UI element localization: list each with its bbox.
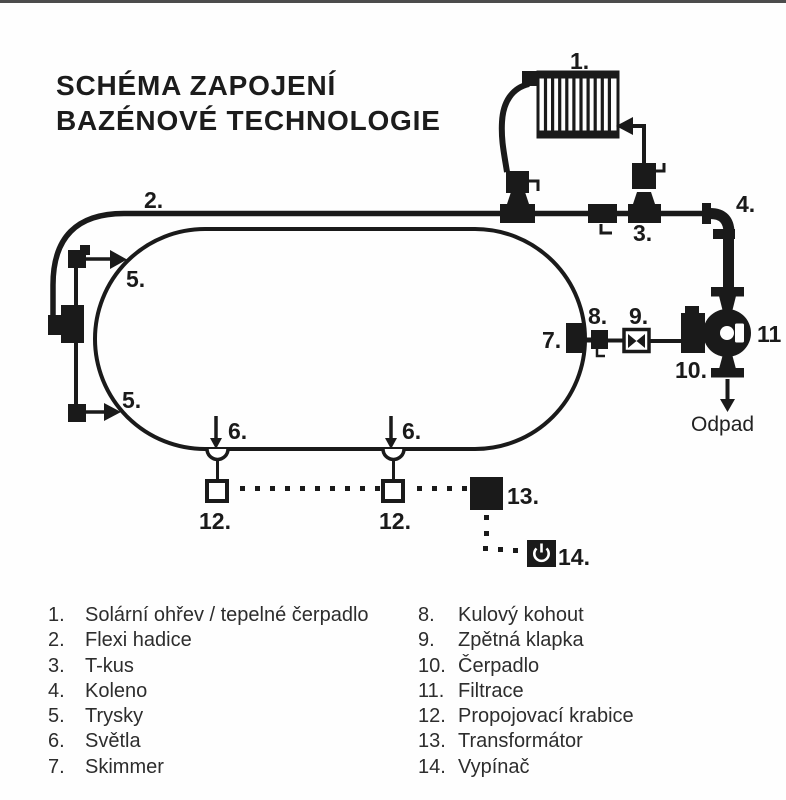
legend-num: 9. [418,629,435,652]
cable-dots [240,486,518,553]
label-3: 3. [633,220,652,246]
label-6-right: 6. [402,418,421,444]
page-title: SCHÉMA ZAPOJENÍ BAZÉNOVÉ TECHNOLOGIE [56,68,441,138]
legend-item: 4. Koleno [48,679,369,704]
legend-label: Světla [85,730,141,753]
legend-num: 11. [418,679,445,702]
legend-label: T-kus [85,654,134,677]
pool-technology-diagram: 1. 2. 3. 4. 5. 5. 6. 6. 7. 8. 9. 10. 11 … [48,48,782,570]
light-arrow-left-icon [210,416,222,449]
transformer-icon [470,477,503,510]
junction-box-right-icon [381,479,405,503]
nozzle-branch-top [68,245,127,305]
page-title-line1: SCHÉMA ZAPOJENÍ [56,70,337,101]
nozzle-bottom-icon [104,403,121,421]
legend-item: 7. Skimmer [48,755,369,780]
label-1: 1. [570,48,589,74]
legend-label: Čerpadlo [458,654,540,677]
label-12-left: 12. [199,508,231,534]
flexi-hose-pipe [50,210,704,317]
label-7: 7. [542,327,561,353]
label-8: 8. [588,303,607,329]
legend-num: 13. [418,730,446,753]
legend-item: 11. Filtrace [418,679,634,704]
label-13: 13. [507,483,539,509]
waste-arrow-icon [720,379,735,412]
legend-label: Skimmer [85,755,164,778]
legend-item: 5. Trysky [48,704,369,729]
elbow-icon [702,203,735,290]
legend-item: 6. Světla [48,729,369,754]
top-border-line [0,0,786,3]
label-9: 9. [629,303,648,329]
legend-item: 3. T-kus [48,654,369,679]
ball-valve-left-icon [506,171,529,193]
legend-num: 3. [48,654,65,677]
solar-heater-icon [522,70,620,139]
light-right-icon [381,448,406,462]
page-title-line2: BAZÉNOVÉ TECHNOLOGIE [56,105,441,136]
legend-num: 6. [48,730,65,753]
check-valve-icon [622,327,651,354]
legend-item: 2. Flexi hadice [48,628,369,653]
waste-label: Odpad [691,413,754,436]
legend-item: 13. Transformátor [418,729,634,754]
legend-num: 12. [418,705,446,728]
ball-valve-icon [591,330,608,358]
label-5-bottom: 5. [122,387,141,413]
legend-label: Solární ohřev / tepelné čerpadlo [85,604,369,626]
legend-label: Zpětná klapka [458,629,584,652]
legend-num: 14. [418,755,446,778]
legend-label: Kulový kohout [458,604,584,626]
label-10: 10. [675,357,707,383]
label-4: 4. [736,191,755,217]
bypass-valve-icon [588,204,617,235]
legend-column-left: 1. Solární ohřev / tepelné čerpadlo 2. Fle… [48,603,369,780]
heater-supply-branch [498,81,540,223]
label-6-left: 6. [228,418,247,444]
legend-label: Flexi hadice [85,629,192,652]
legend-num: 2. [48,629,65,652]
legend-num: 8. [418,604,435,626]
skimmer-icon [566,323,583,353]
legend-item: 10. Čerpadlo [418,654,634,679]
label-11: 11 [757,321,782,347]
legend-label: Vypínač [458,755,530,778]
left-tee-block [48,305,84,343]
nozzle-top-icon [110,250,127,269]
legend-item: 1. Solární ohřev / tepelné čerpadlo [48,603,369,628]
legend-num: 10. [418,654,446,677]
heater-return-branch [616,117,666,223]
legend-item: 12. Propojovací krabice [418,704,634,729]
flow-arrow-icon [616,117,633,135]
legend-num: 4. [48,679,65,702]
legend-label: Trysky [85,705,144,728]
legend-label: Propojovací krabice [458,705,634,728]
light-left-icon [205,448,230,462]
tee-left-icon [500,204,535,223]
legend-num: 1. [48,604,65,626]
legend-column-right: 8. Kulový kohout 9. Zpětná klapka 10. Čerpa… [418,603,634,780]
label-5-top: 5. [126,266,145,292]
label-12-right: 12. [379,508,411,534]
label-14: 14. [558,544,590,570]
switch-icon [527,540,556,567]
legend-num: 7. [48,755,65,778]
legend-item: 8. Kulový kohout [418,603,634,628]
pump-icon [681,306,705,353]
legend-label: Transformátor [458,730,583,753]
legend-item: 14. Vypínač [418,755,634,780]
ball-valve-right-icon [632,163,656,189]
filtration-icon [703,287,751,378]
junction-box-left-icon [205,479,229,503]
light-arrow-right-icon [385,416,397,449]
legend-item: 9. Zpětná klapka [418,628,634,653]
tee-right-icon [628,204,661,223]
nozzle-branch-bottom [68,343,121,422]
legend-label: Koleno [85,679,148,702]
label-2: 2. [144,187,163,213]
pool-outline [93,227,587,451]
legend-num: 5. [48,705,65,728]
legend-label: Filtrace [458,679,524,702]
